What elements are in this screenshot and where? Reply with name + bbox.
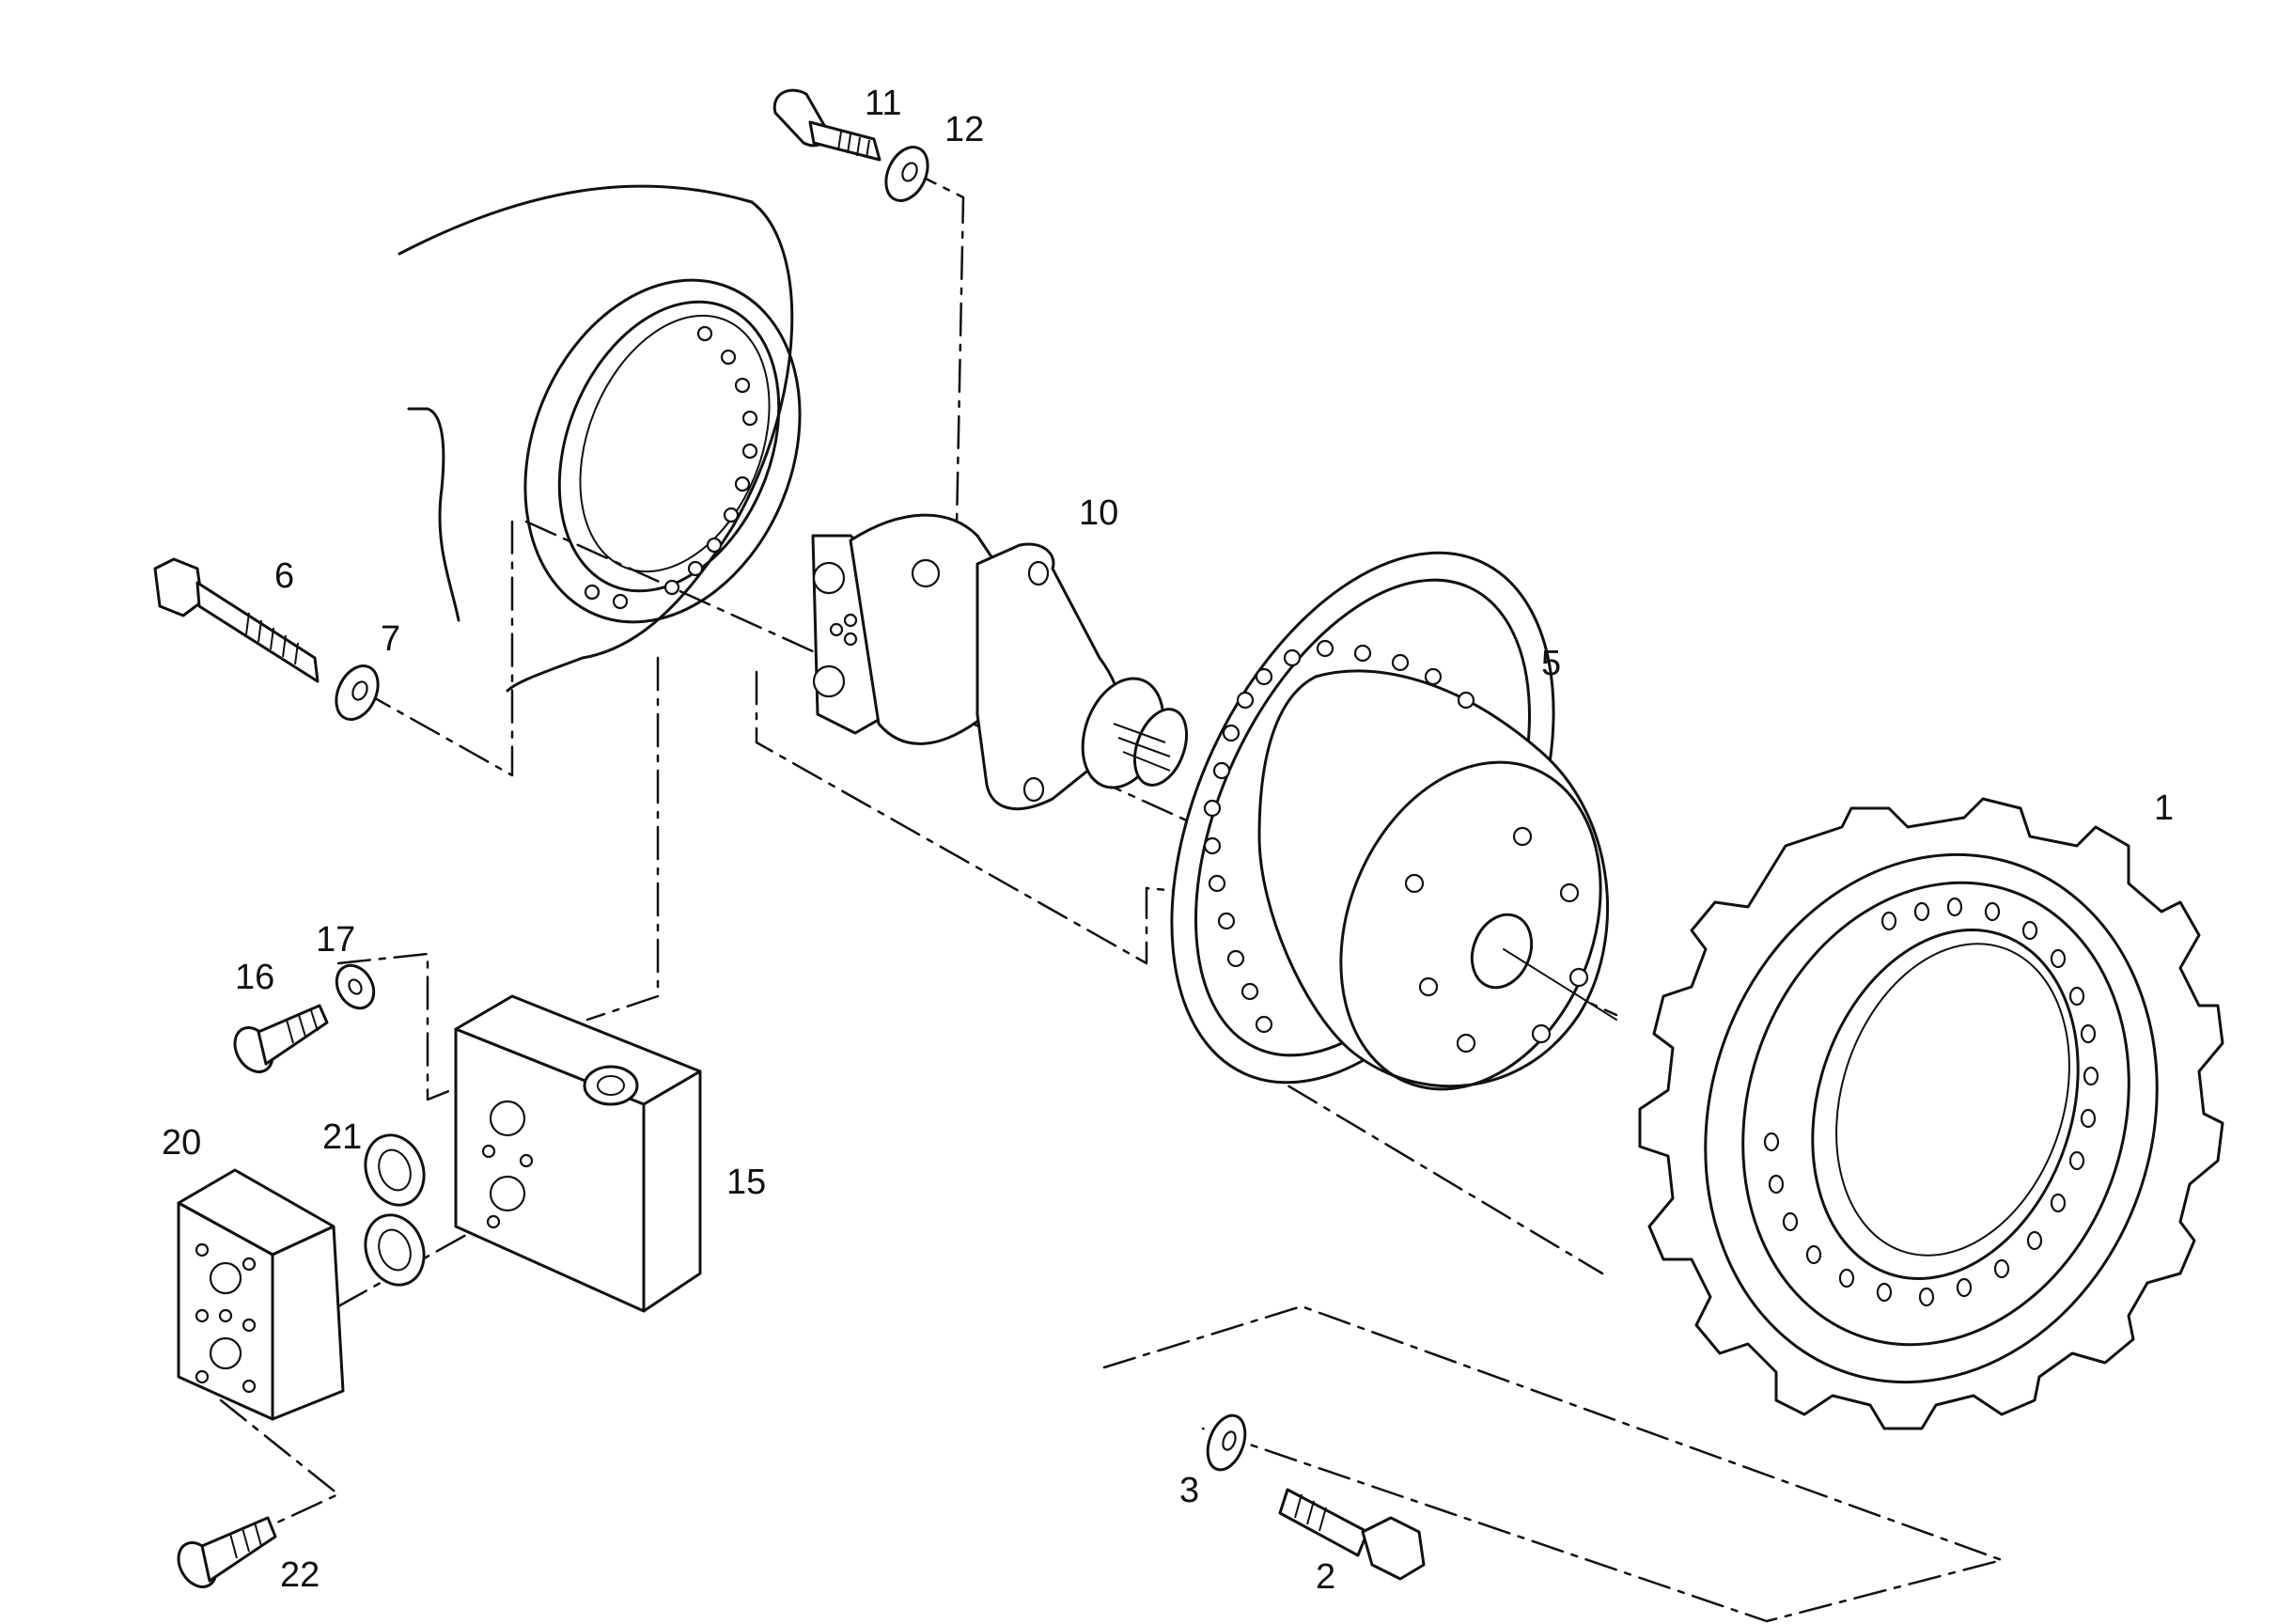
screw-22 [177,1516,277,1588]
callout-2: 2 [1316,1557,1335,1597]
callout-15: 15 [726,1163,766,1202]
assembly-leader-lines [214,167,2004,1623]
callout-12: 12 [944,110,984,149]
screw-16 [233,1004,329,1073]
gearbox-flange-holes [1203,639,1589,1054]
sprocket-bolt-holes [1763,897,2099,1307]
callout-5: 5 [1541,644,1561,683]
bolt-2 [1278,1488,1426,1581]
callout-17: 17 [316,920,355,960]
callout-1: 1 [2154,789,2174,828]
washer-17 [335,963,376,1010]
bolt-11 [772,88,882,162]
seal-rings-21 [364,1133,426,1287]
callout-16: 16 [235,958,274,997]
callout-21: 21 [322,1117,362,1157]
washer-7 [335,664,380,721]
sprocket [1638,797,2224,1430]
washer-3 [1206,1413,1247,1472]
bearing-rollers [584,325,758,610]
callout-11: 11 [865,84,901,123]
bolt-6 [153,557,320,683]
washer-12 [884,146,929,202]
callout-3: 3 [1179,1471,1199,1510]
callout-6: 6 [274,556,294,596]
carrier-frame [398,184,802,693]
callout-10: 10 [1079,493,1118,533]
cover-plate-20 [177,1168,345,1421]
planetary-gearbox [1170,551,1617,1091]
callout-7: 7 [381,619,400,659]
callout-labels: 1 2 3 5 6 7 10 11 12 15 16 17 20 21 22 [162,84,2174,1597]
callout-20: 20 [162,1123,201,1163]
callout-22: 22 [280,1555,320,1595]
valve-block-15 [454,994,702,1313]
hydraulic-motor [811,513,1189,811]
